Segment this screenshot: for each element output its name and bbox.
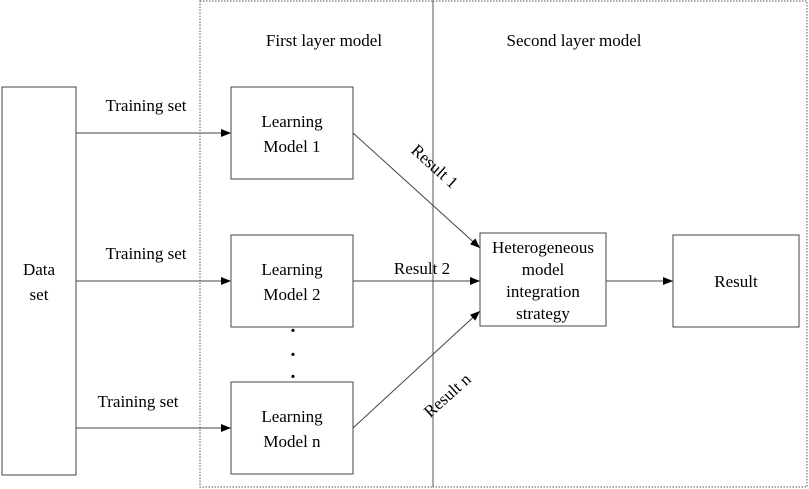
integration-line-2: model [522, 260, 565, 279]
learning-model-2-line2: Model 2 [263, 285, 320, 304]
learning-model-1-line1: Learning [261, 112, 323, 131]
learning-model-1-line2: Model 1 [263, 137, 320, 156]
training-set-label-1: Training set [105, 96, 186, 115]
ellipsis-dot-1: · [290, 320, 297, 342]
ellipsis-dot-2: · [290, 344, 297, 366]
learning-model-2-box [230, 234, 354, 328]
second-layer-title: Second layer model [506, 31, 641, 50]
data-set-label-line1: Data [23, 260, 56, 279]
second-layer-region [432, 0, 808, 488]
integration-strategy-box [479, 232, 607, 327]
data-set-label-line2: set [30, 285, 49, 304]
training-set-label-3: Training set [97, 392, 178, 411]
training-set-label-2: Training set [105, 244, 186, 263]
learning-model-n-box [230, 381, 354, 475]
integration-line-3: integration [506, 282, 580, 301]
first-layer-region [199, 0, 434, 488]
result-1-arrow [352, 132, 481, 249]
integration-line-1: Heterogeneous [492, 238, 594, 257]
data-set-box [1, 86, 77, 476]
final-result-box [672, 234, 800, 328]
ellipsis-dot-3: · [290, 366, 297, 388]
first-layer-title: First layer model [266, 31, 382, 50]
result-n-arrow [352, 310, 481, 429]
result-2-label: Result 2 [394, 259, 450, 278]
learning-model-n-line2: Model n [263, 432, 321, 451]
result-n-label: Result n [420, 369, 475, 421]
integration-line-4: strategy [516, 304, 570, 323]
learning-model-1-box [230, 86, 354, 180]
learning-model-2-line1: Learning [261, 260, 323, 279]
final-result-label: Result [714, 272, 758, 291]
result-1-label: Result 1 [407, 141, 461, 193]
learning-model-n-line1: Learning [261, 407, 323, 426]
